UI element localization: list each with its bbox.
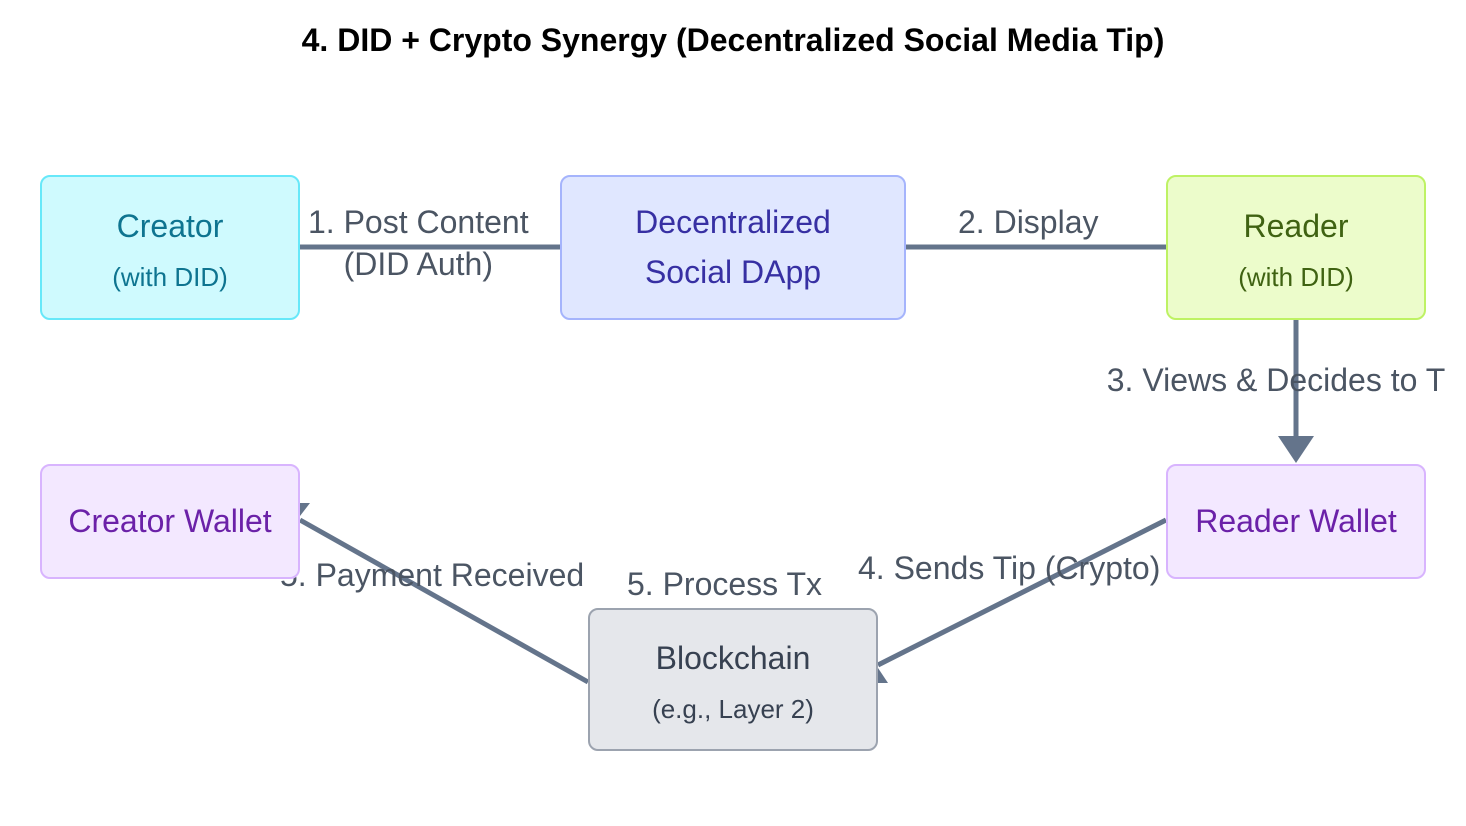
node-creator-wallet-label: Creator Wallet xyxy=(68,502,272,539)
edge-label-views: 3. Views & Decides to T xyxy=(1106,362,1446,398)
node-dapp-line1: Decentralized xyxy=(635,203,831,240)
arrowhead-reader-wallet xyxy=(1278,436,1314,463)
edge-readerwallet-blockchain xyxy=(876,517,1168,668)
node-reader-wallet: Reader Wallet xyxy=(1166,464,1426,579)
node-creator: Creator (with DID) xyxy=(40,175,300,320)
edge-label-post-content-line2: (DID Auth) xyxy=(343,245,493,282)
edge-label-sends-tip: 4. Sends Tip (Crypto) xyxy=(858,550,1161,586)
node-blockchain-sub: (e.g., Layer 2) xyxy=(652,693,814,724)
node-reader-wallet-label: Reader Wallet xyxy=(1195,502,1397,539)
node-dapp: Decentralized Social DApp xyxy=(560,175,906,320)
edge-blockchain-creatorwallet xyxy=(298,517,590,685)
node-reader-sub: (with DID) xyxy=(1238,261,1354,292)
edge-label-payment-received: 5. Payment Received xyxy=(280,557,585,593)
node-creator-sub: (with DID) xyxy=(112,261,228,292)
node-creator-wallet: Creator Wallet xyxy=(40,464,300,579)
node-blockchain-label: Blockchain xyxy=(655,640,811,677)
edge-label-post-content: 1. Post Content (DID Auth) xyxy=(308,202,529,285)
node-reader: Reader (with DID) xyxy=(1166,175,1426,320)
diagram-title: 4. DID + Crypto Synergy (Decentralized S… xyxy=(301,22,1165,58)
node-reader-label: Reader xyxy=(1243,208,1349,245)
arrowhead-creator-wallet xyxy=(298,503,310,516)
edge-label-process-tx: 5. Process Tx xyxy=(627,564,823,606)
node-dapp-line2: Social DApp xyxy=(644,253,822,290)
node-blockchain: Blockchain (e.g., Layer 2) xyxy=(588,608,878,751)
edge-label-post-content-line1: 1. Post Content xyxy=(308,204,529,240)
edge-label-display: 2. Display xyxy=(958,202,1099,244)
node-creator-label: Creator xyxy=(116,208,224,245)
